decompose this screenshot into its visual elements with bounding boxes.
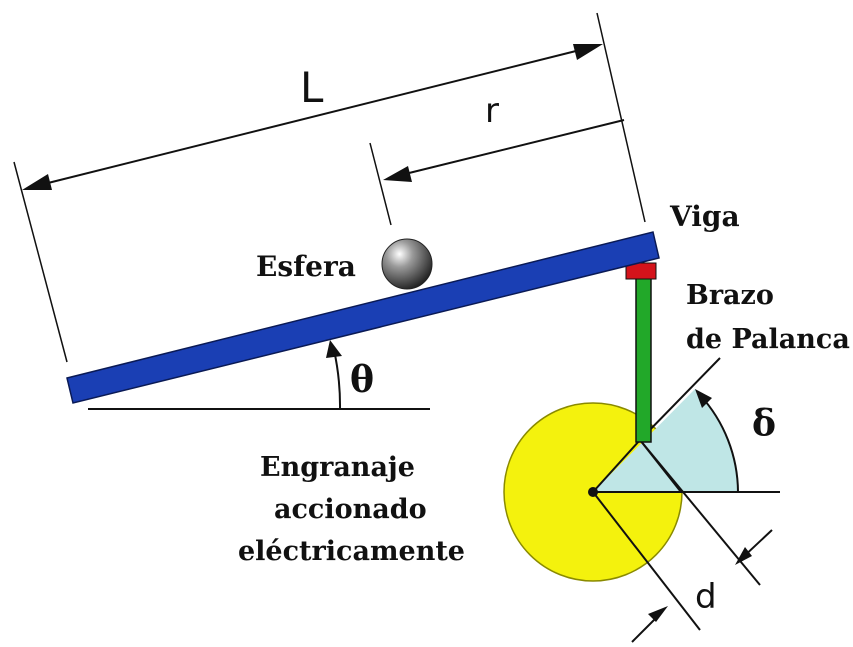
r-dimension-line	[404, 119, 625, 175]
delta-arrowhead	[695, 389, 712, 408]
label-gear-line1: Engranaje	[260, 452, 415, 483]
r-arrowhead	[383, 166, 412, 182]
L-extension-right	[596, 12, 646, 223]
delta-extension-line	[639, 357, 721, 441]
ball	[381, 238, 433, 290]
lever-arm	[635, 273, 652, 443]
d-arrowhead-lower	[648, 606, 668, 622]
delta-angle-wedge	[593, 389, 738, 492]
theta-arc	[333, 349, 342, 410]
theta-arrowhead	[326, 340, 342, 358]
label-length: L	[300, 63, 324, 112]
label-gear-line3: eléctricamente	[238, 536, 465, 567]
L-dimension-line	[39, 49, 581, 186]
d-arrowhead-upper	[735, 547, 752, 565]
label-offset: d	[695, 577, 717, 617]
delta-angle-arc	[699, 394, 739, 493]
label-gear-angle: δ	[752, 403, 776, 445]
label-distance: r	[485, 91, 499, 131]
label-gear-line2: accionado	[274, 494, 427, 525]
r-extension-left	[369, 142, 392, 226]
label-beam: Viga	[669, 200, 740, 233]
crank-radius-line	[592, 439, 641, 493]
label-lever-line2: de Palanca	[686, 324, 850, 355]
label-beam-angle: θ	[350, 359, 374, 401]
L-extension-left	[13, 161, 68, 363]
L-arrowhead-right	[573, 44, 603, 60]
gear-center	[588, 487, 598, 497]
label-lever-line1: Brazo	[686, 280, 774, 311]
d-extension-line-1	[592, 491, 701, 631]
L-arrowhead-left	[22, 174, 52, 190]
beam	[66, 231, 660, 404]
label-ball: Esfera	[256, 250, 356, 283]
